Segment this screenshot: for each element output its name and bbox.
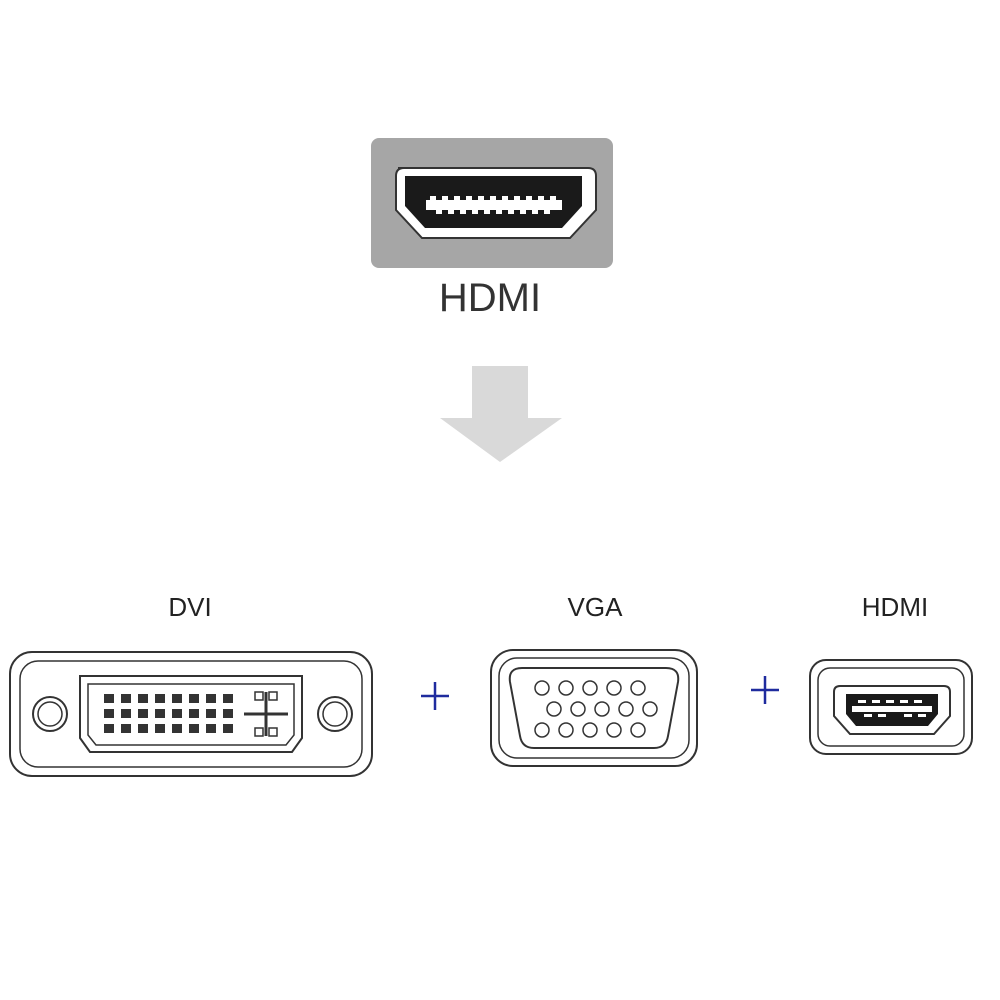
vga-frame-inner xyxy=(498,657,690,759)
dvi-frame-inner xyxy=(19,660,363,768)
hdmi-port-icon xyxy=(371,138,613,268)
output-label-hdmi: HDMI xyxy=(861,592,929,622)
hdmi-latch-right xyxy=(526,228,534,236)
hdmi-pin-bar xyxy=(426,200,562,210)
output-label-dvi: DVI xyxy=(168,592,212,622)
hdmi-out-pin-bar xyxy=(852,706,932,712)
plus-icon xyxy=(421,682,449,710)
dvi-screw-right xyxy=(317,696,353,732)
hdmi-out-frame-inner xyxy=(817,667,965,747)
output-label-vga: VGA xyxy=(567,592,623,622)
hdmi-latch-left xyxy=(452,228,460,236)
hdmi-out-pins xyxy=(858,700,926,717)
dvi-cross-key xyxy=(244,691,288,737)
down-arrow-icon xyxy=(440,366,562,462)
dvi-screw-left xyxy=(32,696,68,732)
hdmi-pins xyxy=(430,196,556,214)
vga-pins xyxy=(534,680,658,738)
hdmi-port-icon xyxy=(809,659,973,755)
vga-port-icon xyxy=(490,649,698,767)
dvi-port-icon xyxy=(9,651,373,777)
dvi-pins xyxy=(104,694,233,733)
input-connector-label: HDMI xyxy=(438,276,542,320)
plus-icon xyxy=(751,676,779,704)
